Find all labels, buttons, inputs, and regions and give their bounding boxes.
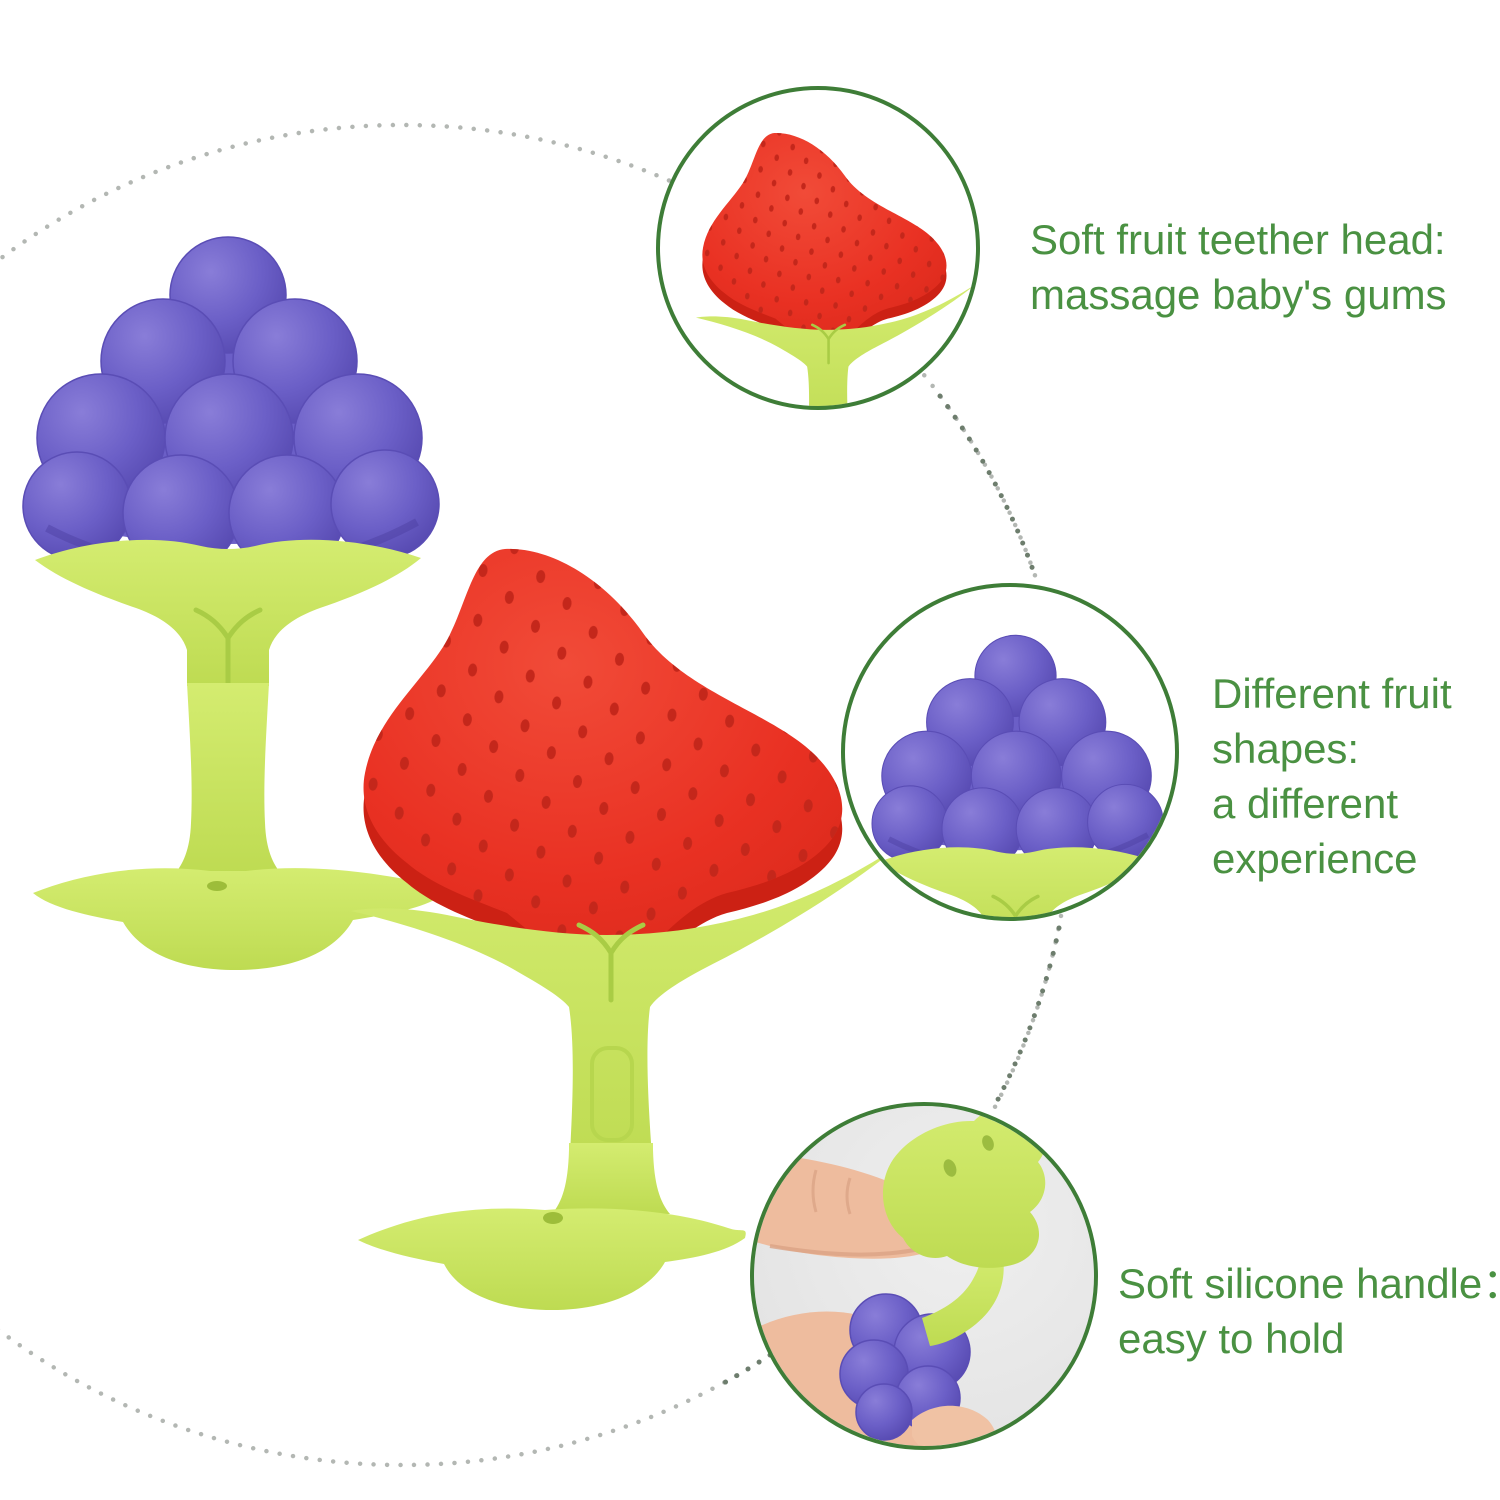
grape-teether-illustration [23,237,451,970]
callout-circle-outline [656,86,980,410]
callout-line: Soft fruit teether head: [1030,216,1446,263]
callout-line: Different fruit [1212,670,1452,717]
grape-base [33,868,451,970]
callout-circle-outline [750,1102,1098,1450]
callout-text-teether-head: Soft fruit teether head: massage baby's … [1030,212,1447,322]
callout-line: shapes: [1212,725,1360,772]
teether-handle-base [882,1106,1046,1268]
callout-line: experience [1212,835,1418,882]
grape-stem [174,683,282,875]
thumb-tip [912,1405,997,1446]
callout-circle-outline [841,583,1179,921]
strawberry-stem [552,1143,670,1214]
strawberry-teether-illustration [351,549,903,1310]
strawberry-stem-groove [590,1046,634,1142]
callout-line: Soft silicone handle： [1118,1260,1500,1307]
strawberry-head [351,549,903,1170]
callout-line: easy to hold [1118,1315,1345,1362]
callout-line: a different [1212,780,1399,827]
callout-circle-grape-head [841,583,1179,921]
callout-line: massage baby's gums [1030,271,1447,318]
teether-handle-stem [922,1250,1004,1346]
strawberry-base-dimple [543,1212,563,1224]
grape-head [23,237,439,686]
callout-text-silicone-handle: Soft silicone handle： easy to hold [1118,1256,1500,1366]
callout-text-fruit-shapes: Different fruit shapes: a different expe… [1212,666,1452,886]
callout-circle-hand-holding-teether [750,1102,1098,1450]
strawberry-base [358,1208,746,1310]
grape-base-dimple [207,881,227,891]
callout-circle-strawberry-head [656,86,980,410]
